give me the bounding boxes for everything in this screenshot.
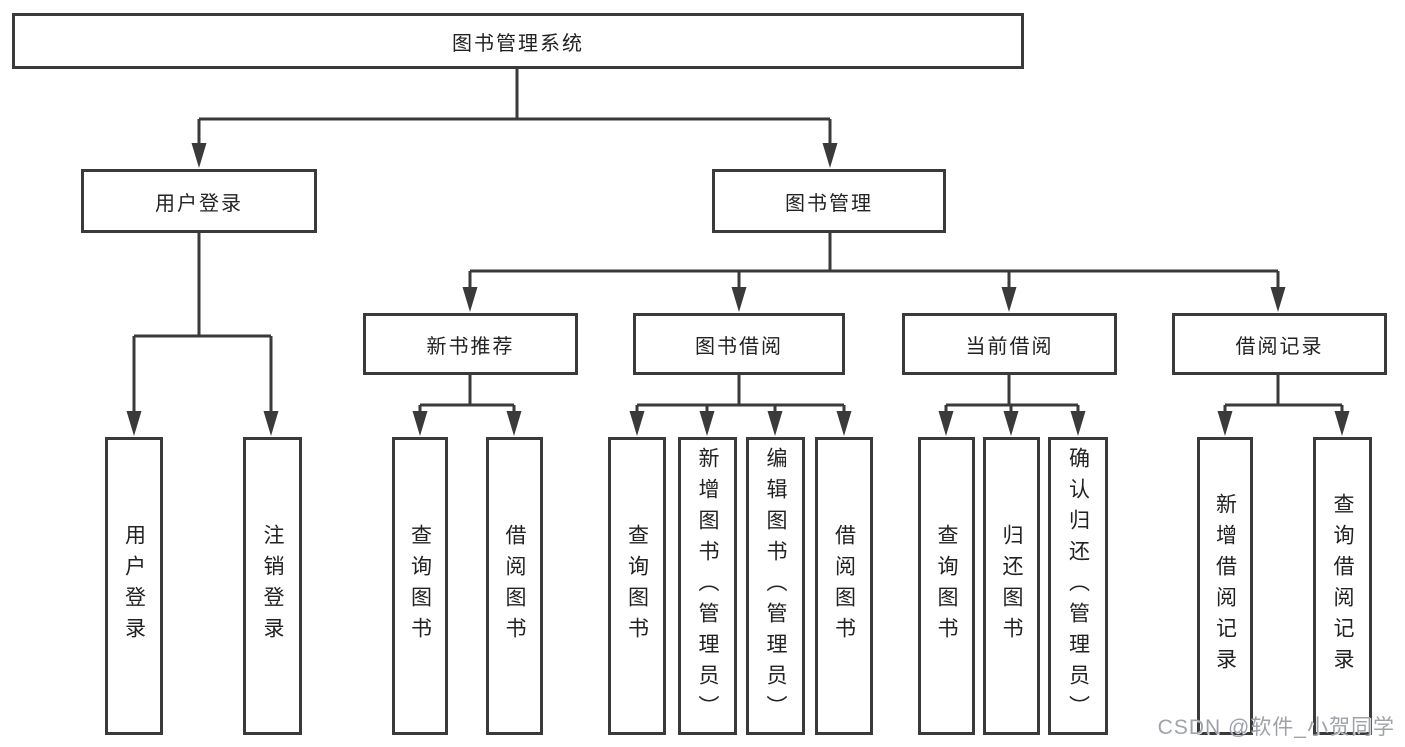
node-new-book-recommend-label: 新书推荐 (426, 335, 515, 358)
node-root-label: 图书管理系统 (452, 32, 584, 55)
node-book-management-label: 图书管理 (785, 192, 873, 215)
node-borrowing-records-label: 借阅记录 (1235, 335, 1324, 358)
node-book-management: 图书管理 (712, 169, 946, 233)
connector-current-borrowing-subtree (938, 375, 1086, 436)
leaf-nbr-query-books-label: 查询图书 (408, 524, 432, 648)
leaf-bb-edit-books-admin: 编辑图书（管理员） (746, 437, 805, 735)
node-borrowing-records: 借阅记录 (1172, 313, 1387, 375)
connector-user-login-subtree (126, 233, 279, 436)
leaf-user-login-label: 用户登录 (122, 524, 146, 648)
connector-book-borrowing-subtree (629, 375, 852, 436)
node-user-login-label: 用户登录 (155, 192, 243, 215)
leaf-nbr-query-books: 查询图书 (392, 437, 448, 735)
node-user-login: 用户登录 (81, 169, 317, 233)
leaf-bb-borrow-books: 借阅图书 (815, 437, 873, 735)
node-book-borrowing: 图书借阅 (633, 313, 845, 375)
leaf-bb-add-books-admin-label: 新增图书（管理员） (696, 446, 719, 726)
leaf-br-add-record-label: 新增借阅记录 (1213, 493, 1237, 679)
leaf-nbr-borrow-books-label: 借阅图书 (503, 524, 526, 648)
leaf-logout-label: 注销登录 (261, 524, 284, 648)
leaf-bb-query-books: 查询图书 (608, 437, 666, 735)
leaf-cb-query-books: 查询图书 (918, 437, 975, 735)
leaf-bb-borrow-books-label: 借阅图书 (832, 524, 856, 648)
leaf-bb-edit-books-admin-label: 编辑图书（管理员） (764, 446, 787, 726)
connector-new-book-recommend-subtree (412, 375, 522, 436)
leaf-cb-query-books-label: 查询图书 (935, 524, 958, 648)
node-current-borrowing-label: 当前借阅 (965, 335, 1054, 358)
leaf-cb-return-books: 归还图书 (983, 437, 1040, 735)
node-book-borrowing-label: 图书借阅 (695, 335, 783, 358)
connector-root-to-level2 (191, 69, 838, 168)
leaf-cb-confirm-return-admin: 确认归还（管理员） (1048, 437, 1108, 735)
leaf-logout: 注销登录 (243, 437, 302, 735)
leaf-user-login: 用户登录 (105, 437, 163, 735)
leaf-br-query-record: 查询借阅记录 (1313, 437, 1372, 735)
node-new-book-recommend: 新书推荐 (363, 313, 578, 375)
leaf-br-query-record-label: 查询借阅记录 (1331, 493, 1354, 679)
leaf-nbr-borrow-books: 借阅图书 (486, 437, 543, 735)
leaf-cb-confirm-return-admin-label: 确认归还（管理员） (1066, 446, 1090, 726)
connector-borrowing-records-subtree (1217, 375, 1350, 436)
node-root: 图书管理系统 (12, 13, 1024, 69)
leaf-bb-add-books-admin: 新增图书（管理员） (678, 437, 737, 735)
node-current-borrowing: 当前借阅 (902, 313, 1117, 375)
leaf-br-add-record: 新增借阅记录 (1197, 437, 1253, 735)
connector-book-management-to-level3 (462, 233, 1286, 312)
leaf-cb-return-books-label: 归还图书 (1000, 524, 1023, 648)
watermark: CSDN @软件_小贺同学 (1157, 716, 1395, 739)
leaf-bb-query-books-label: 查询图书 (625, 524, 649, 648)
